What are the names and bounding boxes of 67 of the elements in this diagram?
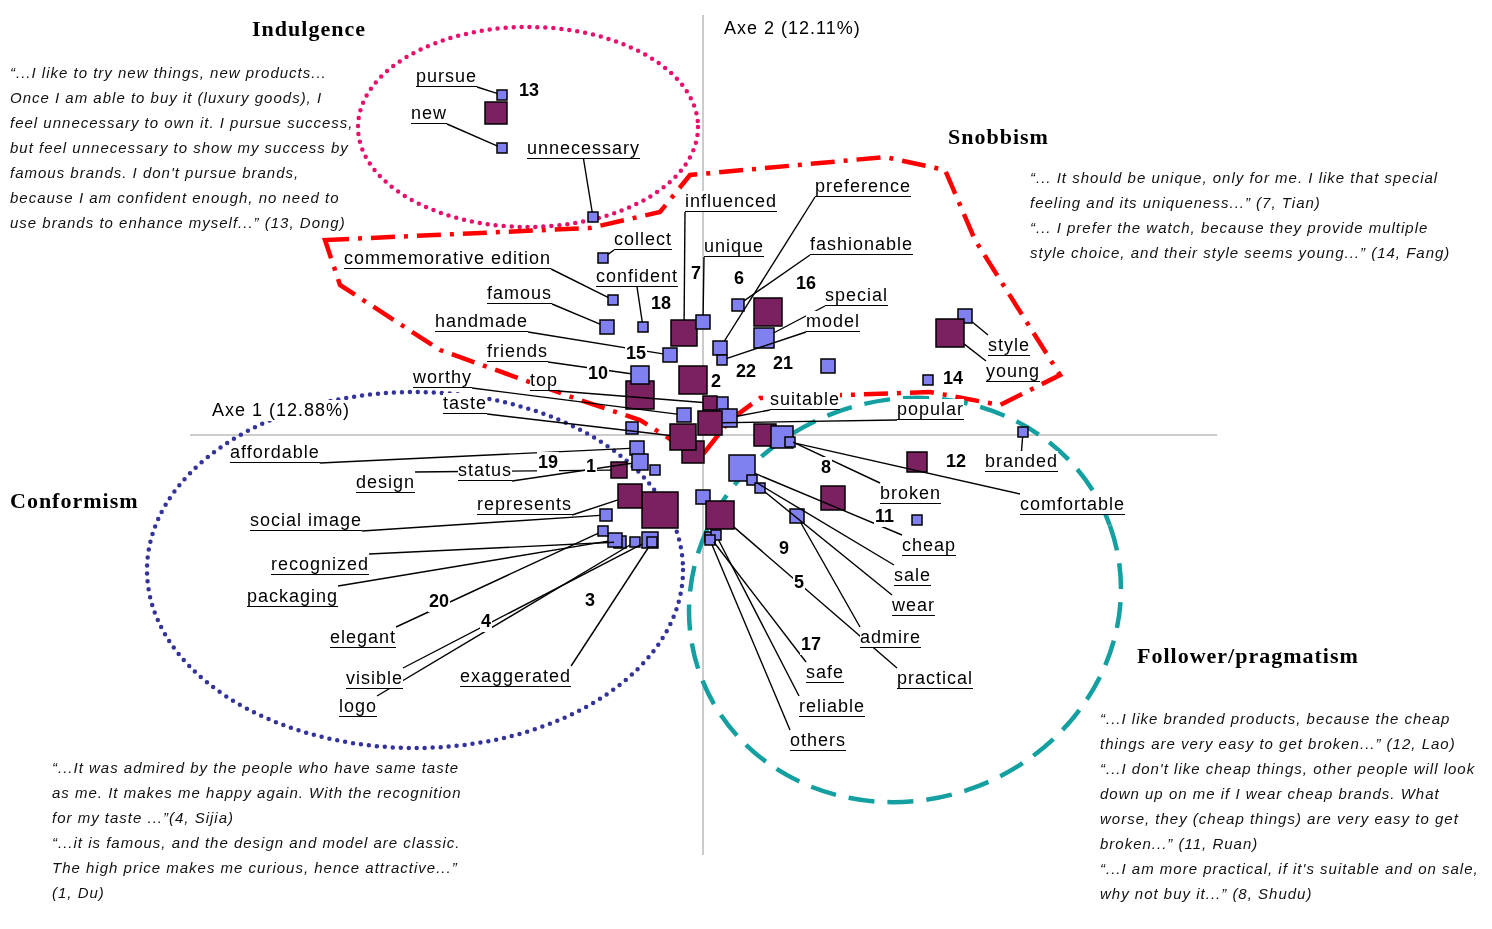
point-number: 11 [874,506,896,527]
point-label: worthy [413,367,472,388]
leader-line [736,409,771,417]
leader-line [368,541,615,555]
leader-line [557,390,704,404]
leader-line [733,526,898,669]
leader-line [721,419,898,424]
leader-line [702,256,705,316]
quote-text: “... I prefer the watch, because they provide multiple style choice, and their style seems young...” (14, Fang) [1030,218,1452,263]
leader-line [551,303,601,325]
leader-line [361,514,601,532]
axis-label: Axe 2 (12.11%) [724,18,861,39]
leader-line [717,539,800,697]
quote-text: “...it is famous, and the design and model are classic. The high price makes me curious, hence attractive...” (1, Du) [52,833,462,903]
leader-line [395,532,599,628]
group-heading: Indulgence [252,16,366,42]
leader-line [794,442,1021,495]
leader-line [792,441,881,484]
leader-line [971,321,989,336]
quote-text: “...I am more practical, if it's suitable and on sale, why not buy it...” (8, Shudu) [1100,859,1480,904]
point-number: 19 [537,452,560,473]
group-heading: Conformism [10,488,139,514]
leader-line [486,413,671,437]
quote-text: “...I like branded products, because the cheap things are very easy to get broken...” (12, Lao) [1100,709,1457,754]
leader-line [1020,436,1024,452]
leader-line [376,544,631,697]
leader-line [773,305,826,334]
leader-line [636,286,643,323]
leader-line [511,462,633,482]
leader-line [726,331,807,360]
leader-line [571,499,619,516]
point-square [728,454,756,482]
leader-line [446,123,498,147]
leader-line [337,540,609,587]
leader-line [319,447,631,464]
leader-line [800,522,861,628]
leader-line [756,482,895,566]
point-number: 17 [800,634,823,655]
leader-line [570,546,650,667]
leader-line [963,343,987,362]
point-label: suitable [770,389,841,410]
quote-text: “...It was admired by the people who have same taste as me. It makes me happy again. With the recognition for my taste ...”(4, Sijia) [52,758,463,828]
leader-line [683,211,686,321]
leader-line [711,544,791,731]
leader-line [476,86,498,95]
point-number: 20 [428,591,451,612]
leader-line [607,249,615,256]
leader-line [713,541,807,663]
group-heading: Snobbism [948,124,1049,150]
leader-line [471,387,678,415]
axis-label: Axe 1 (12.88%) [212,400,351,421]
leader-line [723,196,816,342]
quote-text: “...I like to try new things, new products... Once I am able to buy it (luxury goods), I feel unnecessary to own it. I pursue success, but feel unnecessary to show my success by famous brands. I don't pursue brands, because I am confident enough, no need to use brands to enhance myself...” (13, Dong) [10,63,355,233]
point-number: 5 [793,572,805,593]
point-square [631,453,649,471]
leader-line [402,543,643,669]
leader-line [582,158,593,213]
leader-line [743,254,811,302]
leader-line [550,268,609,299]
group-heading: Follower/pragmatism [1137,643,1359,669]
leader-line [754,472,903,536]
leader-line [764,491,893,596]
point-number: 4 [480,611,492,632]
quote-text: “...I don't like cheap things, other people will look down up on me if I wear cheap brands. What worse, they (cheap things) are very easy to get broken...” (11, Ruan) [1100,759,1477,854]
point-square [629,440,645,456]
leader-line [527,331,664,355]
quote-text: “... It should be unique, only for me. I like that special feeling and its uniqueness...” (7, Tian) [1030,168,1440,213]
